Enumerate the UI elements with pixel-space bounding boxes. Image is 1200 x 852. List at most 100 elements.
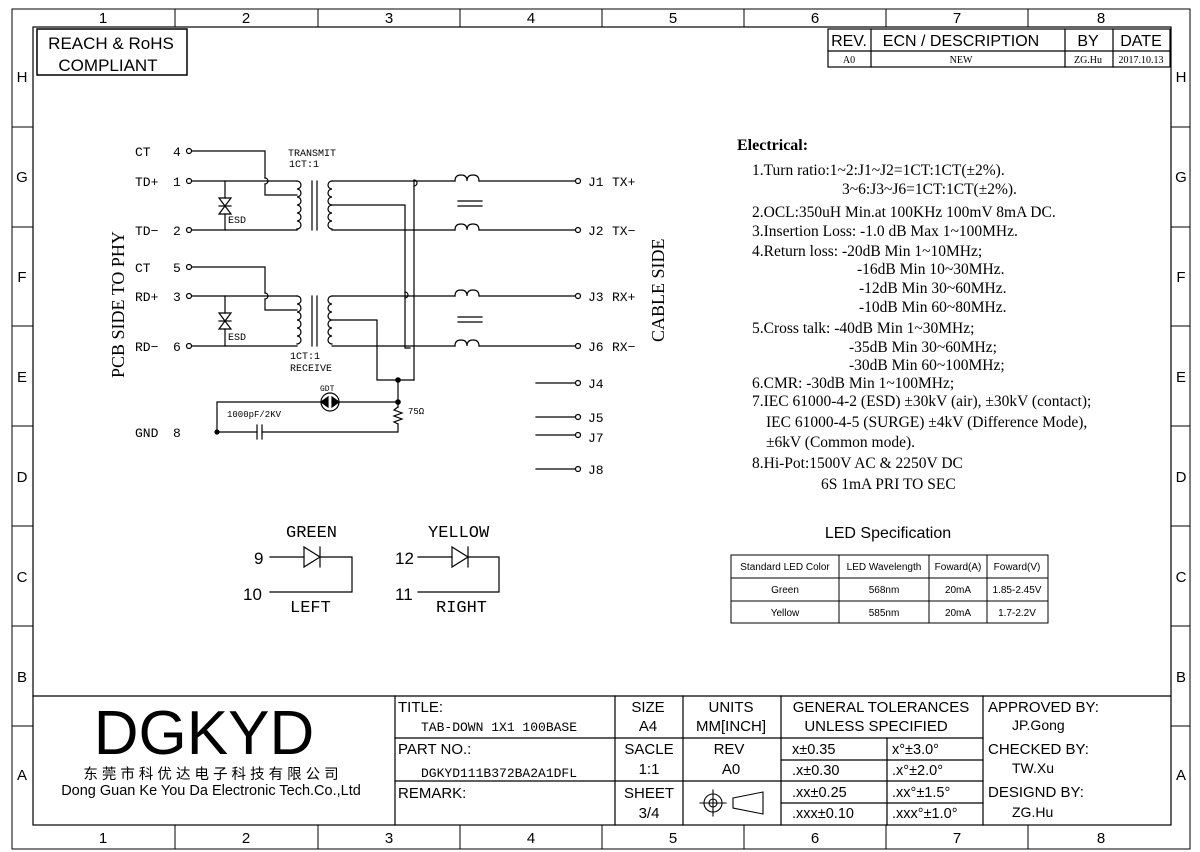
- sheet-label: SHEET: [624, 785, 674, 802]
- pin-name: CT: [135, 261, 151, 276]
- ecn-value: NEW: [950, 55, 973, 66]
- spec-line: 6S 1mA PRI TO SEC: [821, 476, 956, 493]
- tolerance-linear: .xx±0.25: [792, 785, 847, 801]
- schematic-wiring: [185, 147, 582, 473]
- date-value: 2017.10.13: [1119, 55, 1164, 66]
- tolerance-heading-1: GENERAL TOLERANCES: [793, 699, 969, 716]
- spec-line: -16dB Min 10~30MHz.: [857, 261, 1004, 278]
- pin-number: 3: [173, 290, 181, 305]
- spec-line: 8.Hi-Pot:1500V AC & 2250V DC: [752, 455, 963, 472]
- tolerance-linear: .xxx±0.10: [792, 806, 854, 822]
- col-label: 1: [99, 830, 107, 847]
- col-label: 3: [385, 830, 393, 847]
- row-label: D: [1176, 469, 1187, 486]
- jack-signal: RX−: [612, 340, 636, 355]
- col-label: 5: [669, 10, 677, 27]
- col-label: 2: [242, 830, 250, 847]
- projection-symbol-icon: [699, 789, 764, 817]
- row-label: G: [1175, 169, 1187, 186]
- jack-pin: J6: [588, 340, 604, 355]
- pin-name: CT: [135, 145, 151, 160]
- tolerance-angular: x°±3.0°: [892, 742, 939, 758]
- row-label: G: [16, 169, 28, 186]
- tolerance-linear: x±0.35: [792, 742, 835, 758]
- led-green-side: LEFT: [290, 599, 331, 618]
- remark-label: REMARK:: [398, 785, 466, 802]
- title-value: TAB-DOWN 1X1 100BASE: [421, 720, 577, 735]
- col-label: 6: [811, 10, 819, 27]
- transmit-label: TRANSMIT: [288, 149, 336, 160]
- led-yellow-side: RIGHT: [436, 599, 487, 618]
- led-green-pin-b: 10: [243, 585, 262, 604]
- designed-label: DESIGND BY:: [988, 784, 1084, 801]
- compliance-line2: COMPLIANT: [58, 56, 157, 75]
- part-value: DGKYD111B372BA2A1DFL: [421, 766, 577, 781]
- led-yellow-pin-b: 11: [395, 585, 413, 604]
- spec-line: 3.Insertion Loss: -1.0 dB Max 1~100MHz.: [752, 223, 1018, 240]
- led-green: GREEN 9 10 LEFT: [243, 524, 353, 618]
- row-label: H: [17, 69, 28, 86]
- pcb-side-label: PCB SIDE TO PHY: [108, 231, 128, 378]
- led-spec-header: Standard LED Color: [740, 562, 830, 573]
- transmit-ratio: 1CT:1: [289, 160, 319, 171]
- jack-pin: J4: [588, 377, 604, 392]
- row-label: A: [17, 767, 27, 784]
- tolerance-linear: .x±0.30: [792, 763, 839, 779]
- date-header: DATE: [1120, 33, 1161, 50]
- electrical-spec: Electrical: 1.Turn ratio:1~2:J1~J2=1CT:1…: [737, 137, 1091, 493]
- jack-pin: J3: [588, 290, 604, 305]
- cap-label: 1000pF/2KV: [227, 410, 282, 420]
- led-spec-cell: 1.7-2.2V: [998, 608, 1036, 619]
- pin-number: 8: [173, 426, 181, 441]
- jack-pin: J7: [588, 431, 604, 446]
- compliance-box: REACH & RoHS COMPLIANT: [36, 28, 188, 76]
- designed-value: ZG.Hu: [1012, 804, 1053, 820]
- esd-label: ESD: [228, 216, 246, 227]
- frame-zone-labels: 1 2 3 4 5 6 7 8 1 2 3 4 5 6 7 8 H G F E …: [16, 10, 1187, 847]
- row-label: D: [17, 469, 28, 486]
- receive-label: RECEIVE: [290, 364, 332, 375]
- spec-line: -12dB Min 30~60MHz.: [859, 280, 1006, 297]
- rev-label: REV: [714, 741, 745, 758]
- led-yellow-pin-a: 12: [395, 549, 414, 568]
- led-spec-cell: Yellow: [771, 608, 800, 619]
- jack-pin: J1: [588, 175, 604, 190]
- scale-label: SACLE: [624, 741, 673, 758]
- electrical-title: Electrical:: [737, 137, 808, 154]
- checked-label: CHECKED BY:: [988, 741, 1089, 758]
- col-label: 5: [669, 830, 677, 847]
- led-spec-table: LED Specification Standard LED Color LED…: [730, 525, 1049, 624]
- tolerance-angular: .xxx°±1.0°: [892, 806, 958, 822]
- title-label: TITLE:: [398, 699, 443, 716]
- spec-line: 3~6:J3~J6=1CT:1CT(±2%).: [842, 181, 1017, 198]
- led-spec-cell: 568nm: [869, 585, 900, 596]
- led-spec-header: LED Wavelength: [847, 562, 922, 573]
- spec-line: 1.Turn ratio:1~2:J1~J2=1CT:1CT(±2%).: [752, 162, 1005, 179]
- col-label: 3: [385, 10, 393, 27]
- approved-label: APPROVED BY:: [988, 699, 1099, 716]
- units-value: MM[INCH]: [696, 718, 766, 735]
- col-label: 4: [527, 830, 535, 847]
- cable-side-label: CABLE SIDE: [648, 238, 668, 342]
- spec-line: -10dB Min 60~80MHz.: [859, 299, 1006, 316]
- spec-line: ±6kV (Common mode).: [766, 434, 915, 451]
- led-spec-title: LED Specification: [825, 525, 951, 542]
- jack-signal: TX−: [612, 224, 636, 239]
- resistor-label: 75Ω: [408, 407, 425, 417]
- pin-number: 4: [173, 145, 181, 160]
- by-value: ZG.Hu: [1074, 55, 1102, 66]
- col-label: 2: [242, 10, 250, 27]
- row-label: C: [17, 569, 28, 586]
- row-label: E: [1176, 369, 1186, 386]
- company-logo: DGKYD: [94, 699, 314, 768]
- company-name-cn: 东 莞 市 科 优 达 电 子 科 技 有 限 公 司: [83, 766, 338, 783]
- tolerance-heading-2: UNLESS SPECIFIED: [804, 718, 948, 735]
- units-label: UNITS: [709, 699, 754, 716]
- spec-line: -35dB Min 30~60MHz;: [849, 339, 997, 356]
- approved-value: JP.Gong: [1012, 717, 1065, 733]
- scale-value: 1:1: [639, 761, 660, 778]
- led-yellow-label: YELLOW: [428, 524, 490, 543]
- esd-label: ESD: [228, 333, 246, 344]
- row-label: F: [1176, 269, 1185, 286]
